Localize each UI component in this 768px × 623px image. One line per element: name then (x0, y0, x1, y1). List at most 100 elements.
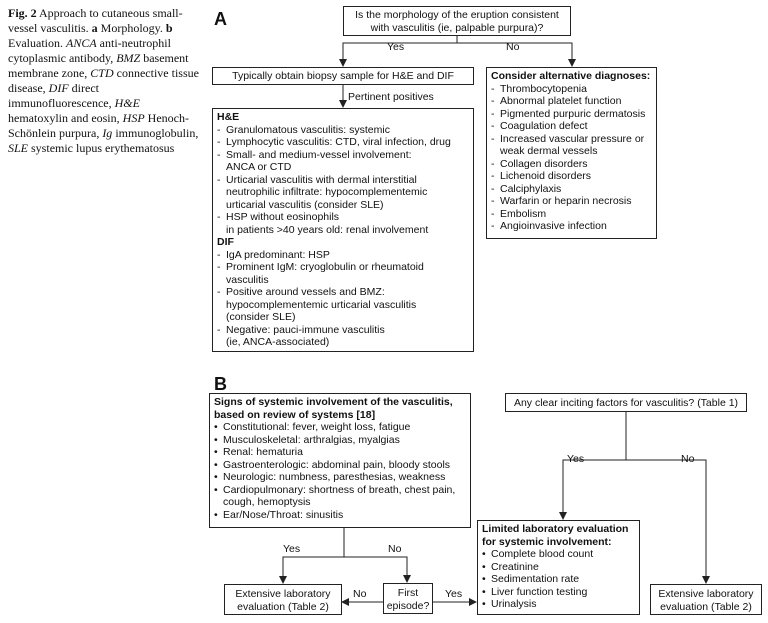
alternative-diagnosis-item-line: Increased vascular pressure or (500, 132, 645, 145)
alternative-diagnosis-item-line: Warfarin or heparin necrosis (500, 195, 632, 207)
ext-right-line-1: Extensive laboratory (658, 588, 754, 600)
alternative-diagnosis-item: Pigmented purpuric dermatosis (491, 108, 652, 121)
he-finding-item-line: Lymphocytic vasculitis: CTD, viral infec… (226, 136, 451, 148)
he-finding-item: Small- and medium-vessel involvement:ANC… (217, 149, 469, 174)
limited-lab-item: Creatinine (482, 561, 635, 574)
limited-heading-line-1: Limited laboratory evaluation (482, 523, 629, 535)
he-heading: H&E (217, 111, 240, 123)
limited-lab-item: Complete blood count (482, 548, 635, 561)
ext-left-line-1: Extensive laboratory (235, 588, 331, 600)
abbreviation-definition: immunoglobulin, (115, 126, 199, 140)
dif-finding-item-line: hypocomplementemic urticarial vasculitis (226, 298, 417, 311)
abbreviation-definition: connective tissue disease, (8, 66, 199, 95)
systemic-sign-item: Renal: hematuria (214, 446, 466, 459)
caption-a-text: Morphology. (100, 21, 163, 35)
panel-b-label: B (214, 374, 227, 394)
caption-b-letter: b (165, 21, 173, 35)
alternative-diagnosis-item-line: Pigmented purpuric dermatosis (500, 107, 646, 120)
systemic-sign-item-line: cough, hemoptysis (223, 496, 311, 508)
label-yes-signs: Yes (283, 543, 301, 555)
abbreviation-definition: hematoxylin and eosin, (8, 111, 120, 125)
dif-heading: DIF (217, 236, 234, 248)
abbreviation-definition: systemic lupus erythematosus (31, 141, 175, 155)
alternative-diagnoses-box: Consider alternative diagnoses: Thromboc… (486, 67, 657, 239)
question-line-1: Is the morphology of the eruption consis… (355, 9, 559, 21)
abbreviation-term: H&E (114, 96, 140, 110)
he-findings-list: Granulomatous vasculitis: systemicLympho… (217, 124, 469, 237)
systemic-sign-item-line: Gastroenterologic: abdominal pain, blood… (223, 458, 451, 471)
systemic-sign-item-line: Ear/Nose/Throat: sinusitis (223, 508, 344, 521)
he-finding-item-line: Granulomatous vasculitis: systemic (226, 123, 390, 136)
systemic-sign-item: Constitutional: fever, weight loss, fati… (214, 421, 466, 434)
alternative-diagnoses-list: ThrombocytopeniaAbnormal platelet functi… (491, 83, 652, 233)
extensive-lab-box-right: Extensive laboratory evaluation (Table 2… (650, 584, 762, 615)
extensive-lab-box-left: Extensive laboratory evaluation (Table 2… (224, 584, 342, 615)
alternative-diagnosis-item-line: Abnormal platelet function (500, 95, 622, 107)
systemic-sign-item-line: Constitutional: fever, weight loss, fati… (223, 421, 411, 433)
figure-title: Approach to cutaneous small-vessel vascu… (8, 6, 183, 35)
abbreviation-term: SLE (8, 141, 29, 155)
dif-finding-item-line: (ie, ANCA-associated) (226, 336, 330, 348)
limited-lab-item: Urinalysis (482, 598, 635, 611)
label-no-inciting: No (681, 453, 695, 465)
abbreviation-list: ANCA anti-neutrophil cytoplasmic antibod… (8, 36, 199, 155)
abbreviation-definition: direct immunofluorescence, (8, 81, 112, 110)
morphology-question-box: Is the morphology of the eruption consis… (343, 6, 571, 36)
label-yes-a: Yes (387, 41, 405, 53)
systemic-sign-item-line: Renal: hematuria (223, 446, 303, 458)
systemic-signs-box: Signs of systemic involvement of the vas… (209, 393, 471, 528)
abbreviation-term: HSP (122, 111, 145, 125)
dif-finding-item: IgA predominant: HSP (217, 249, 469, 262)
alternative-diagnosis-item: Angioinvasive infection (491, 220, 652, 233)
first-episode-line-2: episode? (386, 599, 430, 612)
figure-number: Fig. 2 (8, 6, 37, 20)
alternative-diagnosis-item: Embolism (491, 208, 652, 221)
limited-lab-box: Limited laboratory evaluation for system… (477, 520, 640, 615)
abbreviation-term: Ig (102, 126, 113, 140)
alternative-diagnosis-item: Lichenoid disorders (491, 170, 652, 183)
alternative-diagnosis-item-line: Angioinvasive infection (500, 220, 607, 232)
alternative-diagnosis-item: Coagulation defect (491, 120, 652, 133)
abbreviation-definition: basement membrane zone, (8, 51, 189, 80)
systemic-sign-item: Cardiopulmonary: shortness of breath, ch… (214, 484, 466, 509)
abbreviation-definition: Henoch-Schönlein purpura, (8, 111, 189, 140)
caption-a-letter: a (91, 21, 98, 35)
abbreviation-term: BMZ (116, 51, 141, 65)
abbreviation-term: CTD (90, 66, 114, 80)
signs-heading-line-2: based on review of systems [18] (214, 408, 376, 421)
arrow-inciting-split (559, 412, 627, 520)
alternative-diagnosis-item-line: weak dermal vessels (500, 145, 598, 157)
he-finding-item-line: urticarial vasculitis (consider SLE) (226, 198, 384, 211)
he-dif-box: H&E Granulomatous vasculitis: systemicLy… (212, 108, 474, 352)
systemic-sign-item: Musculoskeletal: arthralgias, myalgias (214, 434, 466, 447)
he-finding-item-line: neutrophilic infiltrate: hypocomplemente… (226, 186, 428, 198)
dif-finding-item: Positive around vessels and BMZ:hypocomp… (217, 286, 469, 324)
dif-finding-item-line: Positive around vessels and BMZ: (226, 286, 385, 298)
alternative-diagnosis-item-line: Calciphylaxis (500, 182, 562, 195)
alternative-diagnosis-item-line: Coagulation defect (500, 120, 588, 132)
he-finding-item: Granulomatous vasculitis: systemic (217, 124, 469, 137)
systemic-sign-item: Ear/Nose/Throat: sinusitis (214, 509, 466, 522)
first-episode-box: First episode? (383, 583, 433, 614)
first-episode-line-1: First (397, 587, 419, 599)
signs-heading-line-1: Signs of systemic involvement of the vas… (214, 396, 453, 408)
limited-heading-line-2: for systemic involvement: (482, 535, 612, 548)
dif-finding-item: Prominent IgM: cryoglobulin or rheumatoi… (217, 261, 469, 286)
alternative-diagnosis-item: Calciphylaxis (491, 183, 652, 196)
systemic-sign-item-line: Neurologic: numbness, paresthesias, weak… (223, 471, 446, 483)
arrow-signs-yes (279, 528, 345, 584)
he-finding-item: Urticarial vasculitis with dermal inters… (217, 174, 469, 212)
ext-left-line-2: evaluation (Table 2) (237, 600, 329, 613)
dif-finding-item-line: vasculitis (226, 273, 269, 286)
systemic-sign-item-line: Cardiopulmonary: shortness of breath, ch… (223, 483, 456, 496)
alternative-diagnosis-item: Warfarin or heparin necrosis (491, 195, 652, 208)
biopsy-box: Typically obtain biopsy sample for H&E a… (212, 67, 474, 85)
he-finding-item-line: Urticarial vasculitis with dermal inters… (226, 173, 417, 186)
label-no-a: No (506, 41, 520, 53)
dif-findings-list: IgA predominant: HSPProminent IgM: cryog… (217, 249, 469, 349)
arrow-inciting-no (626, 459, 710, 584)
label-pertinent-positives: Pertinent positives (348, 91, 434, 103)
